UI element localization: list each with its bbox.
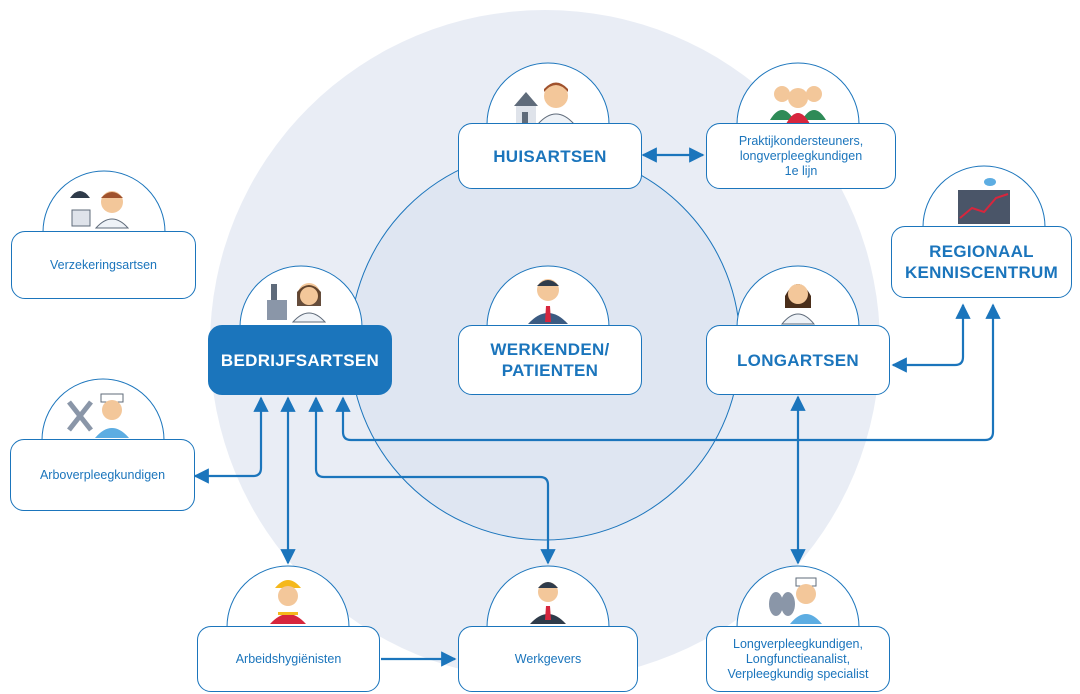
- businessman-icon: [530, 582, 566, 624]
- node-longartsen-label: LONGARTSEN: [737, 350, 859, 370]
- node-verzekeringsartsen-label: Verzekeringsartsen: [49, 257, 157, 272]
- node-longverpleegkundigen: Longverpleegkundigen, Longfunctieanalist…: [706, 626, 890, 692]
- node-verzekeringsartsen: Verzekeringsartsen: [11, 231, 196, 299]
- node-praktijkondersteuners: Praktijkondersteuners, longverpleegkundi…: [706, 123, 896, 189]
- group-people-icon: [770, 86, 826, 124]
- female-doctor-icon: [780, 284, 816, 325]
- node-huisartsen-label: HUISARTSEN: [493, 146, 607, 166]
- worker-person-icon: [528, 279, 568, 324]
- connector-bedrijfsartsen-werkgevers: [308, 396, 556, 565]
- node-longverpleegkundigen-label: Longverpleegkundigen, Longfunctieanalist…: [727, 636, 869, 681]
- node-bedrijfsartsen-label: BEDRIJFSARTSEN: [220, 350, 380, 370]
- node-arboverpleegkundigen-label: Arboverpleegkundigen: [39, 467, 166, 482]
- building-chart-icon: [958, 178, 1010, 224]
- node-praktijkondersteuners-label: Praktijkondersteuners, longverpleegkundi…: [738, 133, 864, 178]
- company-doctor-icon: [267, 283, 327, 323]
- node-werkgevers: Werkgevers: [458, 626, 638, 692]
- node-longartsen: LONGARTSEN: [706, 325, 890, 395]
- node-huisartsen: HUISARTSEN: [458, 123, 642, 189]
- node-arbeidshygienisten: Arbeidshygiënisten: [197, 626, 380, 692]
- connector-longartsen-kenniscentrum: [891, 303, 971, 373]
- node-bedrijfsartsen: BEDRIJFSARTSEN: [208, 325, 392, 395]
- connector-bedrijfsartsen-arboverpleeg: [193, 396, 269, 484]
- construction-worker-icon: [270, 580, 306, 624]
- node-regionaal-kenniscentrum: REGIONAAL KENNISCENTRUM: [891, 226, 1072, 298]
- doctor-house-icon: [514, 82, 576, 125]
- insurance-doctor-icon: [70, 191, 130, 229]
- connectors: [193, 147, 1001, 667]
- node-regionaal-kenniscentrum-label: REGIONAAL KENNISCENTRUM: [904, 242, 1059, 282]
- node-arbeidshygienisten-label: Arbeidshygiënisten: [235, 651, 342, 666]
- node-werkgevers-label: Werkgevers: [514, 651, 582, 666]
- nurse-lungs-icon: [769, 577, 822, 624]
- nurse-tools-icon: [67, 393, 129, 438]
- node-werkenden-patienten: WERKENDEN/ PATIENTEN: [458, 325, 642, 395]
- node-arboverpleegkundigen: Arboverpleegkundigen: [10, 439, 195, 511]
- node-werkenden-patienten-label: WERKENDEN/ PATIENTEN: [490, 340, 610, 380]
